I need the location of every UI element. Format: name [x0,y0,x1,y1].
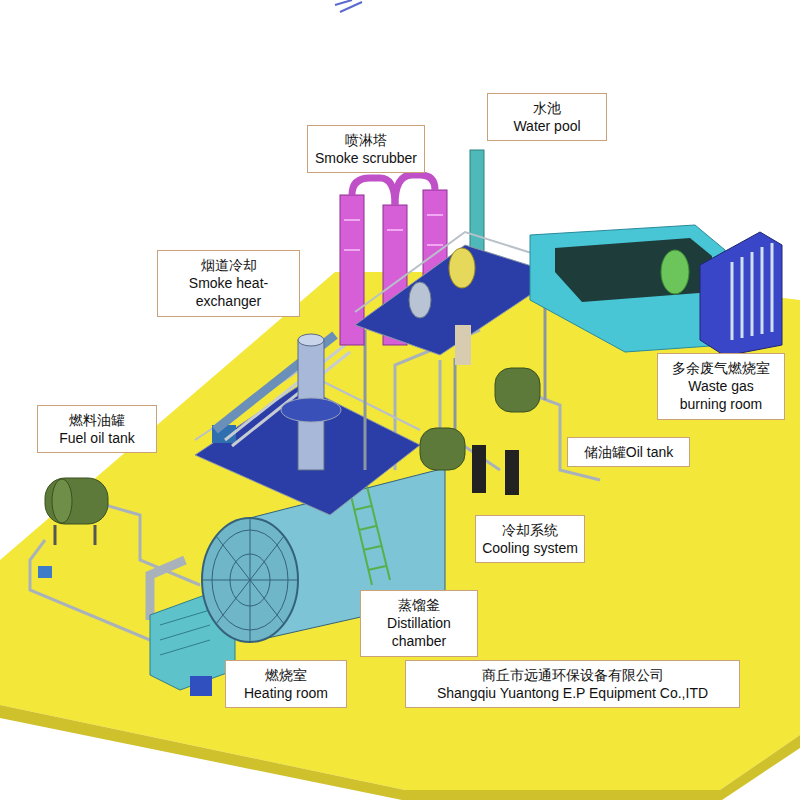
callout-text: Water pool [494,117,600,135]
tower-ring [281,398,341,422]
pool-water [555,238,712,302]
condenser-vessel [409,282,431,318]
callout-text: Fuel oil tank [44,429,150,447]
fuel-oil-tank [45,478,108,524]
cooling-tower [661,250,689,294]
tank-end [52,479,72,523]
corner-mark [335,0,362,12]
callout-box: 燃烧室Heating room [225,660,347,708]
callout-box: 商丘市远通环保设备有限公司Shangqiu Yuantong E.P Equip… [405,660,740,708]
callout-text: Waste gas burning room [664,377,778,413]
callout-text: 冷却系统 [482,521,578,539]
callout-text: 商丘市远通环保设备有限公司 [412,666,733,684]
callout-box: 水池Water pool [487,93,607,141]
blower-fan [190,676,212,696]
callout-text: Cooling system [482,539,578,557]
scrubber-bands [344,215,443,250]
condenser [455,325,471,365]
callout-text: 蒸馏釜 [367,596,471,614]
callout-box: 冷却系统Cooling system [475,515,585,563]
callout-text: Smoke scrubber [314,149,418,167]
scrubber-pipe [352,178,395,205]
railing [355,232,560,312]
callout-text: 燃烧室 [232,666,340,684]
callout-box: 多余废气燃烧室Waste gas burning room [657,353,785,420]
callout-text: 燃料油罐 [44,411,150,429]
tower-cap [298,334,324,346]
callout-text: 水池 [494,99,600,117]
heating-room-grille [160,610,210,655]
water-pool [530,225,725,352]
callout-box: 燃料油罐Fuel oil tank [37,405,157,453]
waste-gas-room [700,232,782,356]
callout-text: Distillation chamber [367,614,471,650]
chimney [470,150,484,262]
pipe [30,540,150,640]
door-spokes [202,518,298,642]
callout-box: 储油罐Oil tank [567,437,690,467]
separator-vessel [449,248,475,288]
base-plate [0,272,800,790]
oil-tank [495,368,540,412]
fuel-pump [38,566,52,578]
callout-text: Smoke heat-exchanger [164,274,293,310]
callout-box: 蒸馏釜Distillation chamber [360,590,478,657]
oil-tank [420,428,465,470]
room-grille [732,243,772,340]
distillation-chamber-door [202,518,298,642]
scrubber-pipe [395,175,435,205]
base-plate-edge [0,705,800,800]
callout-text: Shangqiu Yuantong E.P Equipment Co.,ITD [412,684,733,702]
callout-text: 多余废气燃烧室 [664,359,778,377]
callout-text: 储油罐Oil tank [574,443,683,461]
cooling-column [505,450,519,495]
heat-exchanger-pipe [225,345,350,446]
callout-text: 烟道冷却 [164,256,293,274]
callout-box: 喷淋塔Smoke scrubber [307,125,425,173]
cooling-column [472,445,486,493]
tank-legs [55,525,95,545]
callout-box: 烟道冷却Smoke heat-exchanger [157,250,300,317]
callout-text: 喷淋塔 [314,131,418,149]
callout-text: Heating room [232,684,340,702]
